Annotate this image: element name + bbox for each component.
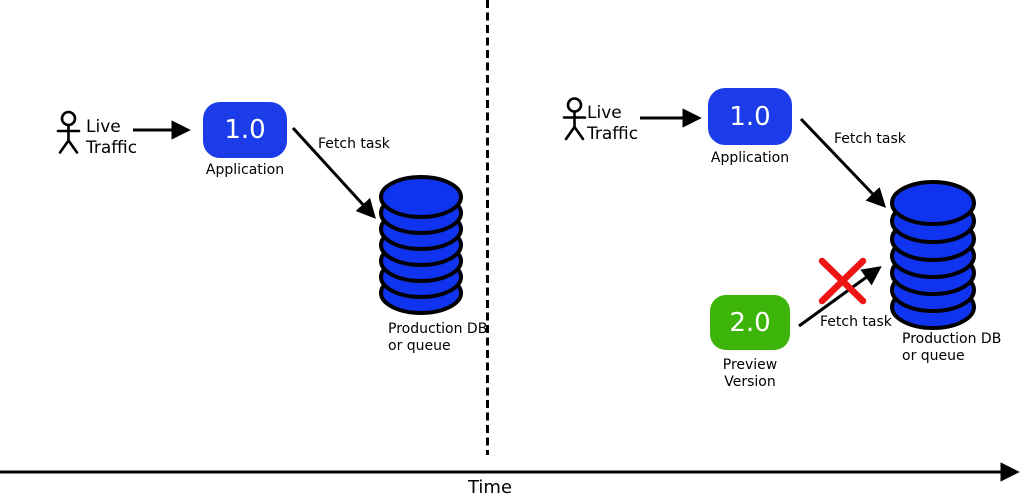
application-box-left: 1.0 xyxy=(203,102,287,158)
preview-version-box: 2.0 xyxy=(710,295,790,350)
db-caption-right: Production DB or queue xyxy=(902,331,1002,365)
arrow-fetch-task-right xyxy=(799,117,887,208)
arrow-fetch-task-left xyxy=(291,126,376,219)
preview-version-caption: Preview Version xyxy=(722,357,778,391)
database-icon-right xyxy=(890,180,976,330)
application-caption-left: Application xyxy=(205,162,285,178)
live-traffic-label-left: Live Traffic xyxy=(86,117,138,158)
application-caption-right: Application xyxy=(710,150,790,166)
person-icon xyxy=(56,110,81,154)
time-axis-label: Time xyxy=(467,477,513,496)
application-box-right: 1.0 xyxy=(708,88,792,145)
app-version-right: 1.0 xyxy=(729,101,771,132)
db-caption-left: Production DB or queue xyxy=(388,321,488,355)
preview-version-number: 2.0 xyxy=(729,307,771,338)
arrow-fetch-task-preview xyxy=(798,266,882,328)
database-icon-left xyxy=(379,175,463,315)
live-traffic-label-right: Live Traffic xyxy=(587,103,639,144)
app-version-left: 1.0 xyxy=(224,115,266,145)
person-icon-right xyxy=(562,97,587,141)
fetch-task-label-left: Fetch task xyxy=(318,136,390,152)
fetch-task-label-right-app: Fetch task xyxy=(834,131,906,147)
fetch-task-label-preview: Fetch task xyxy=(820,314,892,330)
red-x-icon xyxy=(818,257,867,305)
